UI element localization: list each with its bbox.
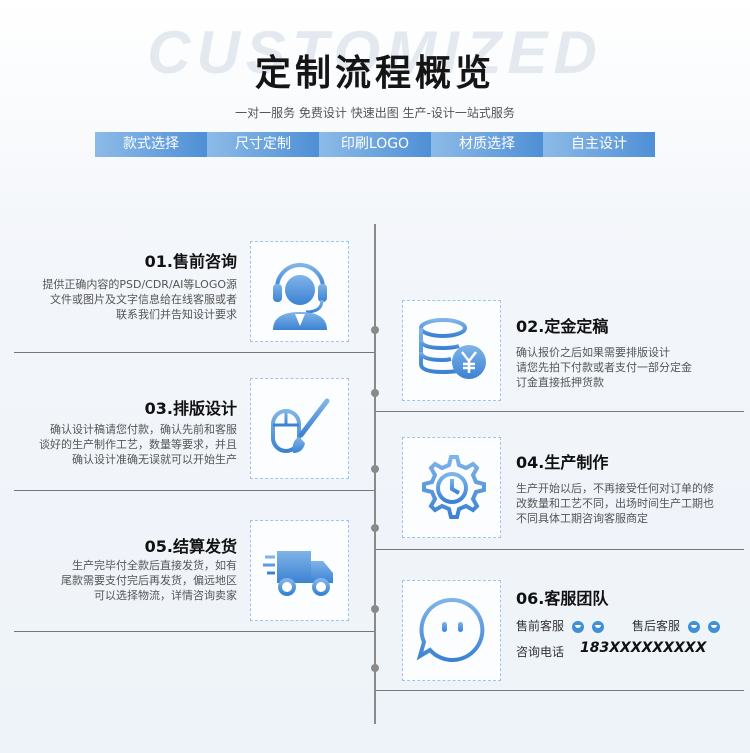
timeline-dot <box>371 605 379 613</box>
tag-material[interactable]: 材质选择 <box>431 132 543 157</box>
step-05-title: 05.结算发货 <box>144 537 237 556</box>
background-watermark-text: CUSTOMIZED <box>147 19 603 86</box>
step-02-title: 02.定金定稿 <box>516 317 609 336</box>
timeline-dot <box>371 326 379 334</box>
chat-bubble-icon[interactable] <box>707 620 720 633</box>
feature-tags: 款式选择 尺寸定制 印刷LOGO 材质选择 自主设计 <box>95 132 655 157</box>
tag-style[interactable]: 款式选择 <box>95 132 207 157</box>
tag-design[interactable]: 自主设计 <box>543 132 655 157</box>
timeline-dot <box>371 664 379 672</box>
step-01-desc: 提供正确内容的PSD/CDR/AI等LOGO源 文件或图片及文字信息给在线客服或… <box>42 278 237 321</box>
customer-service-icon <box>250 241 349 342</box>
step-05-connector <box>14 631 374 632</box>
after-sale-service[interactable]: 售后客服 <box>632 617 720 634</box>
smile-chat-icon <box>402 580 501 681</box>
step-02-connector <box>376 411 744 412</box>
timeline-axis <box>374 224 376 724</box>
chat-bubble-icon[interactable] <box>591 620 604 633</box>
step-01-title: 01.售前咨询 <box>144 252 237 271</box>
chat-bubble-icon[interactable] <box>571 620 584 633</box>
step-01-connector <box>14 352 374 353</box>
delivery-truck-icon <box>250 520 349 621</box>
step-06-title: 06.客服团队 <box>516 589 609 608</box>
gear-clock-icon <box>402 437 501 538</box>
timeline-dot <box>371 465 379 473</box>
step-03-title: 03.排版设计 <box>144 399 237 418</box>
phone-number[interactable]: 183XXXXXXXXX <box>580 640 707 656</box>
step-04-connector <box>376 549 744 550</box>
step-04-desc: 生产开始以后，不再接受任何对订单的修 改数量和工艺不同，出场时间生产工期也 不同… <box>516 482 714 525</box>
step-05-desc: 生产完毕付全款后直接发货，如有 尾款需要支付完后再发货，偏远地区 可以选择物流，… <box>61 559 237 602</box>
pre-sale-service[interactable]: 售前客服 <box>516 617 604 634</box>
page-subtitle: 一对一服务 免费设计 快速出图 生产-设计一站式服务 <box>235 106 515 120</box>
timeline-dot <box>371 524 379 532</box>
chat-bubble-icon[interactable] <box>687 620 700 633</box>
coins-yen-icon <box>402 300 501 401</box>
step-02-desc: 确认报价之后如果需要排版设计 请您先拍下付款或者支付一部分定金 订金直接抵押货款 <box>516 346 692 389</box>
tag-logo[interactable]: 印刷LOGO <box>319 132 431 157</box>
phone-label: 咨询电话 <box>516 645 565 659</box>
tag-size[interactable]: 尺寸定制 <box>207 132 319 157</box>
step-04-title: 04.生产制作 <box>516 453 609 472</box>
page-title: 定制流程概览 <box>254 53 495 94</box>
step-06-connector <box>376 690 744 691</box>
step-03-desc: 确认设计稿请您付款，确认先前和客服 谈好的生产制作工艺，数量等要求，并且 确认设… <box>39 423 237 466</box>
timeline-dot <box>371 389 379 397</box>
mouse-brush-icon <box>250 378 349 479</box>
step-03-connector <box>14 490 374 491</box>
